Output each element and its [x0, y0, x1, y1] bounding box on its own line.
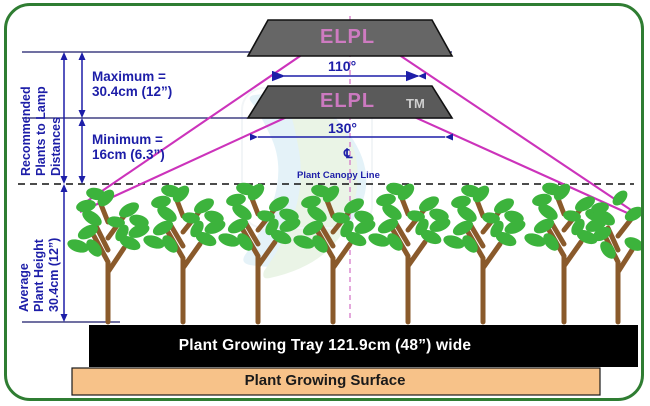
- average-plant-height-label-3: 30.4cm (12”): [47, 237, 62, 312]
- minimum-label-line2: 16cm (6.3”): [92, 146, 165, 162]
- minimum-distance-label: Minimum = 16cm (6.3”): [92, 132, 165, 162]
- upper-lamp-brand-text: ELPL: [320, 26, 376, 48]
- lower-lamp-body: [246, 85, 454, 119]
- maximum-label-line1: Maximum =: [92, 69, 166, 84]
- lower-lamp-brand-text: ELPL: [320, 90, 376, 112]
- plant: [218, 182, 301, 325]
- plant-growing-tray-label: Plant Growing Tray 121.9cm (48”) wide: [178, 337, 472, 354]
- plant: [293, 184, 376, 325]
- plant-canopy-line-label: Plant Canopy Line: [297, 170, 380, 181]
- average-plant-height-label-2: Plant Height: [32, 239, 47, 312]
- average-plant-height-label-1: Average: [17, 263, 32, 312]
- recommended-label-line3: Distances: [49, 116, 63, 176]
- recommended-distance-group-label-3: Distances: [49, 116, 64, 176]
- avg-height-line2: Plant Height: [32, 239, 46, 312]
- angle-110-label: 110°: [328, 58, 357, 74]
- avg-height-line1: Average: [17, 263, 31, 312]
- plant: [591, 190, 644, 325]
- plant: [143, 184, 226, 325]
- plant-growing-tray: [89, 325, 638, 367]
- plant-growing-surface-label: Plant Growing Surface: [244, 372, 406, 389]
- upper-lamp-body: [246, 19, 454, 57]
- plant-growing-surface: [71, 367, 601, 396]
- recommended-distance-group-label: Recommended: [19, 86, 34, 176]
- trademark-text: TM: [406, 96, 425, 111]
- recommended-label-line2: Plants to Lamp: [34, 86, 48, 176]
- plant-row: [67, 182, 644, 325]
- minimum-label-line1: Minimum =: [92, 132, 163, 147]
- plant: [524, 182, 607, 325]
- centerline-symbol: ℄: [344, 146, 353, 161]
- angle-130-label: 130°: [328, 120, 357, 136]
- maximum-label-line2: 30.4cm (12”): [92, 83, 173, 99]
- recommended-label-line1: Recommended: [19, 86, 33, 176]
- recommended-distance-group-label-2: Plants to Lamp: [34, 86, 49, 176]
- avg-height-line3: 30.4cm (12”): [47, 237, 61, 312]
- maximum-distance-label: Maximum = 30.4cm (12”): [92, 69, 173, 99]
- plant: [67, 187, 150, 325]
- plant: [443, 184, 526, 325]
- plant: [368, 182, 451, 325]
